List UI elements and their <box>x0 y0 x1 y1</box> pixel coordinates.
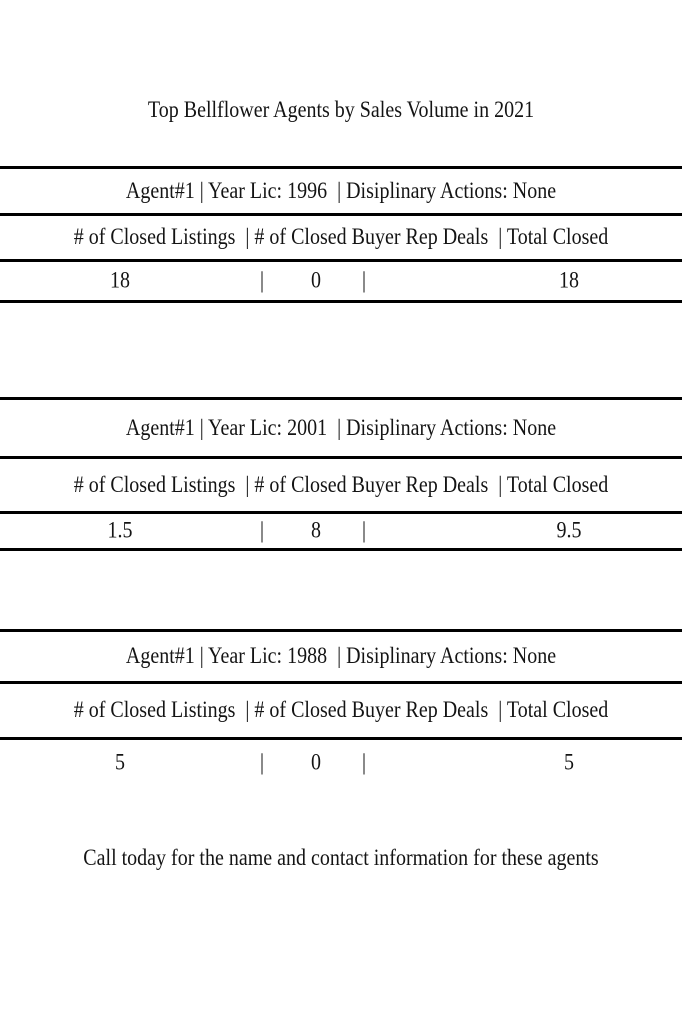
closed-listings-value: 5 <box>115 749 125 776</box>
column-header-text: # of Closed Listings | # of Closed Buyer… <box>73 224 609 250</box>
column-separator: | <box>259 267 265 294</box>
agent-info-text: Agent#1 | Year Lic: 2001 | Disiplinary A… <box>125 414 557 441</box>
data-row: 18 | 0 | 18 <box>0 262 682 300</box>
buyer-rep-deals-value: 8 <box>311 517 321 544</box>
column-separator: | <box>361 517 367 544</box>
column-separator: | <box>361 267 367 294</box>
total-closed-value: 5 <box>564 749 574 776</box>
footer-note-text: Call today for the name and contact info… <box>83 844 599 871</box>
buyer-rep-deals-value: 0 <box>311 749 321 776</box>
column-separator: | <box>361 749 367 776</box>
column-header-row: # of Closed Listings | # of Closed Buyer… <box>0 684 682 737</box>
agent-info-row: Agent#1 | Year Lic: 1996 | Disiplinary A… <box>0 169 682 213</box>
agent-info-row: Agent#1 | Year Lic: 1988 | Disiplinary A… <box>0 632 682 681</box>
total-closed-value: 18 <box>559 267 579 294</box>
page-title: Top Bellflower Agents by Sales Volume in… <box>0 92 682 128</box>
column-header-row: # of Closed Listings | # of Closed Buyer… <box>0 459 682 511</box>
agent-info-text: Agent#1 | Year Lic: 1996 | Disiplinary A… <box>125 177 557 204</box>
horizontal-rule <box>0 456 682 459</box>
closed-listings-value: 1.5 <box>107 517 133 544</box>
total-closed-value: 9.5 <box>556 517 582 544</box>
horizontal-rule <box>0 213 682 216</box>
horizontal-rule <box>0 548 682 551</box>
horizontal-rule <box>0 397 682 400</box>
agent-info-row: Agent#1 | Year Lic: 2001 | Disiplinary A… <box>0 400 682 456</box>
closed-listings-value: 18 <box>110 267 130 294</box>
agent-table-2: Agent#1 | Year Lic: 2001 | Disiplinary A… <box>0 397 682 551</box>
column-header-text: # of Closed Listings | # of Closed Buyer… <box>73 697 609 723</box>
horizontal-rule <box>0 259 682 262</box>
data-row: 5 | 0 | 5 <box>0 740 682 786</box>
horizontal-rule <box>0 300 682 303</box>
agent-info-text: Agent#1 | Year Lic: 1988 | Disiplinary A… <box>125 643 557 669</box>
buyer-rep-deals-value: 0 <box>311 267 321 294</box>
agent-table-1: Agent#1 | Year Lic: 1996 | Disiplinary A… <box>0 166 682 303</box>
column-header-row: # of Closed Listings | # of Closed Buyer… <box>0 216 682 259</box>
horizontal-rule <box>0 166 682 169</box>
horizontal-rule <box>0 681 682 684</box>
horizontal-rule <box>0 629 682 632</box>
footer-note: Call today for the name and contact info… <box>0 840 682 876</box>
data-row: 1.5 | 8 | 9.5 <box>0 514 682 548</box>
page-title-text: Top Bellflower Agents by Sales Volume in… <box>147 96 535 123</box>
column-separator: | <box>259 749 265 776</box>
horizontal-rule <box>0 737 682 740</box>
column-separator: | <box>259 517 265 544</box>
column-header-text: # of Closed Listings | # of Closed Buyer… <box>73 471 609 498</box>
agent-table-3: Agent#1 | Year Lic: 1988 | Disiplinary A… <box>0 629 682 786</box>
horizontal-rule <box>0 511 682 514</box>
